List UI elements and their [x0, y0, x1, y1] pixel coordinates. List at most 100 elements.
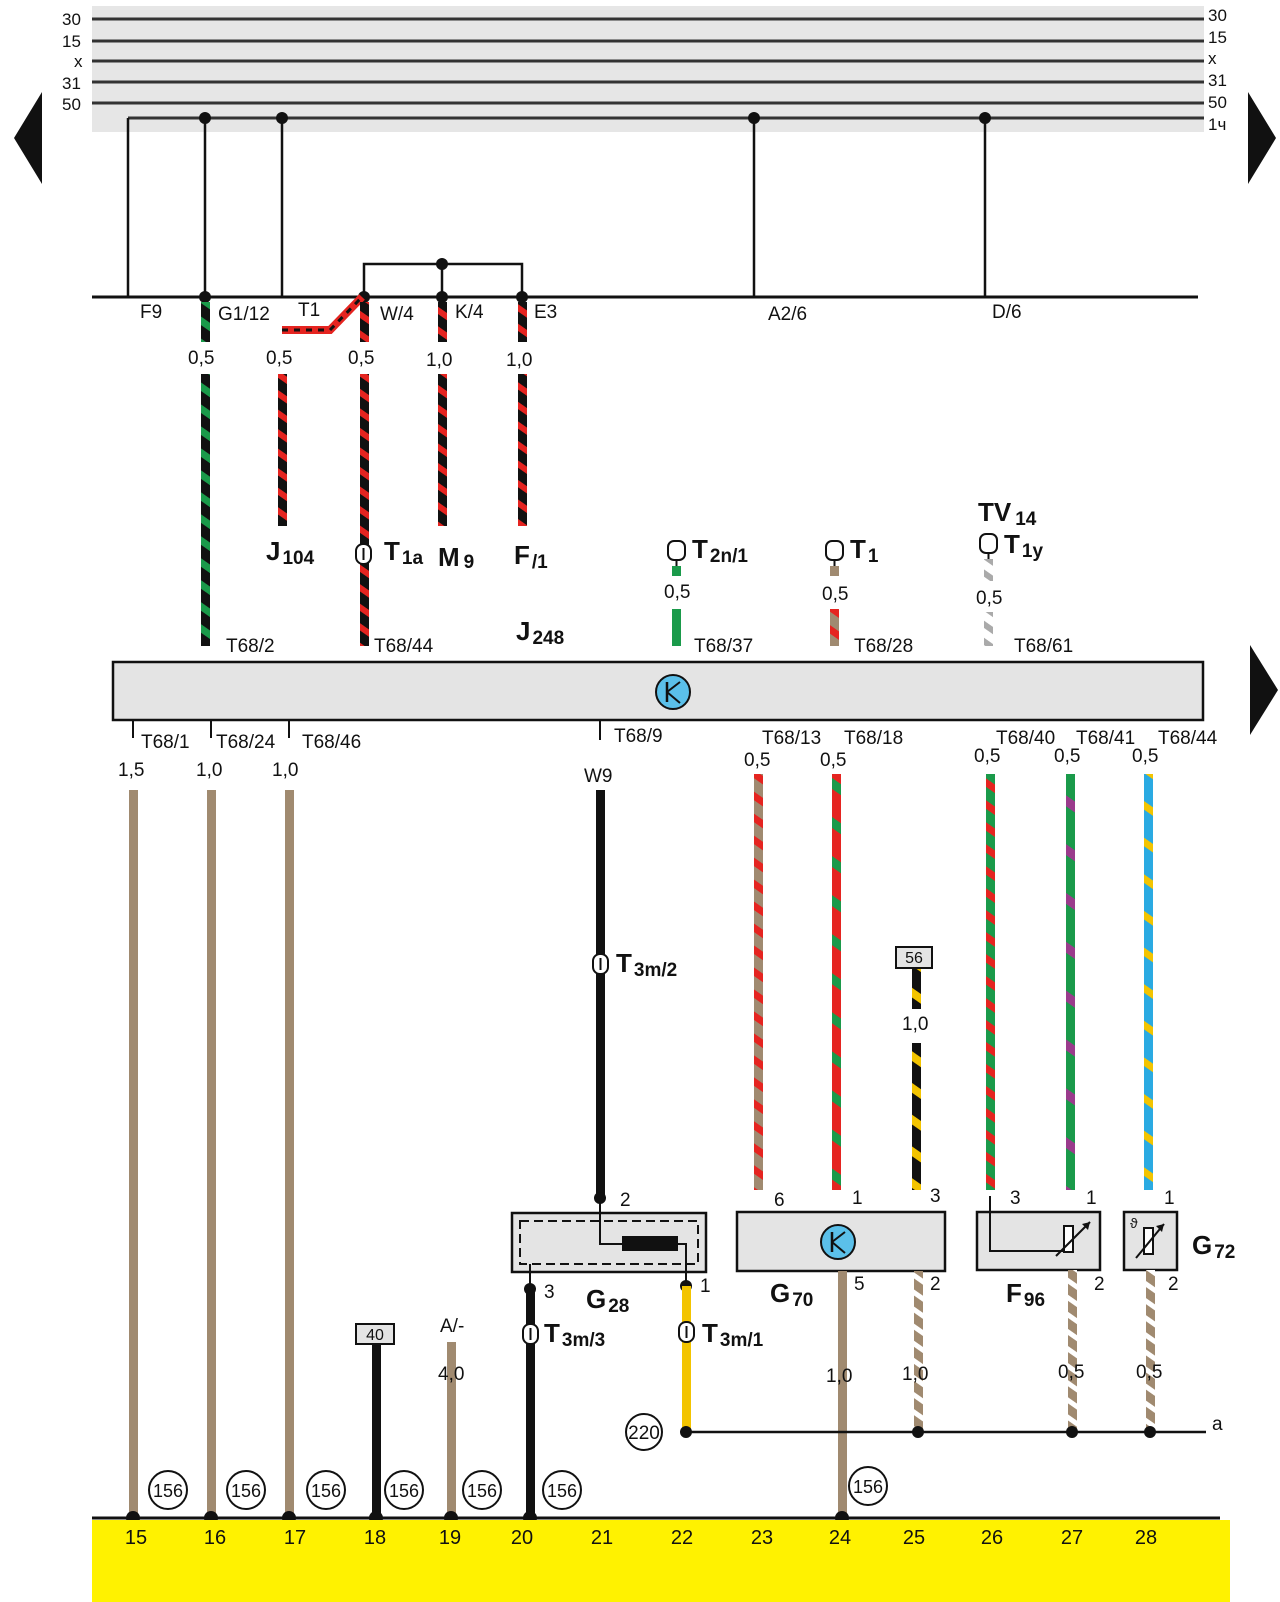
pin-number: 3 [930, 1186, 941, 1207]
footer-band [92, 1520, 1230, 1602]
pin-number: 5 [854, 1274, 865, 1295]
temperature-symbol-icon: ϑ [1130, 1215, 1138, 1231]
pin-label: T68/41 [1076, 728, 1135, 749]
wire-black [596, 790, 605, 1195]
connector-t3m2-icon [592, 953, 609, 975]
g28-pins: 2 3 1 [544, 1190, 711, 1303]
fuse-bar-junctions [199, 291, 528, 303]
wire-m9 [438, 374, 447, 526]
wire-brown [285, 790, 294, 1518]
column-number: 16 [204, 1527, 226, 1549]
lower-sizes: 1,0 1,0 0,5 0,5 4,0 [438, 1362, 1162, 1387]
fuse-label-d6: D/6 [992, 302, 1022, 323]
fuse-label-k4: K/4 [455, 302, 484, 323]
fuse-label-f9: F9 [140, 302, 162, 323]
pin-label: T68/44 [1158, 728, 1218, 749]
wire-brown [447, 1342, 456, 1518]
rail-label-15-right: 15 [1208, 28, 1227, 47]
wire-size: 0,5 [976, 588, 1002, 609]
ground-line-220: 220 a [625, 1413, 1223, 1451]
sensor-f96[interactable] [975, 1196, 1102, 1272]
sensor-wires-lower [754, 774, 1153, 1190]
rail-label-15-left: 15 [62, 32, 81, 51]
continue-arrow-icon[interactable] [1250, 645, 1278, 735]
ground-ref-156: 156 [231, 1481, 261, 1501]
wire-green-violet [1066, 774, 1075, 1190]
wire-brown-white [1068, 1270, 1077, 1432]
sensor-g70[interactable] [735, 1210, 947, 1273]
column-number: 28 [1135, 1527, 1157, 1549]
wire-brown-red [754, 774, 763, 1190]
wire-size: 1,0 [902, 1364, 928, 1385]
connector-t3m3-icon [522, 1323, 539, 1345]
next-page-arrow-icon[interactable] [1248, 92, 1276, 184]
column-number: 15 [125, 1527, 147, 1549]
wire-black [526, 1289, 535, 1518]
transistor-icon [655, 674, 691, 710]
wire-red-green [832, 774, 841, 1190]
wire-bk-gn [201, 374, 210, 646]
ground-ref-156: 156 [311, 1481, 341, 1501]
sensor-g28[interactable] [510, 1198, 708, 1295]
column-number: 25 [903, 1527, 925, 1549]
connector-t2n1-icon [667, 540, 686, 566]
ground-ref-156: 156 [467, 1481, 497, 1501]
ground-wires-left [129, 790, 294, 1518]
wire-black [372, 1344, 381, 1518]
wire-size: 0,5 [188, 348, 214, 369]
wire-brown [207, 790, 216, 1518]
wire-green [672, 609, 681, 646]
ground-ref-156: 156 [389, 1481, 419, 1501]
rail-risers [126, 118, 987, 297]
ground-ref-156: 156 [547, 1481, 577, 1501]
pin-label: T68/46 [302, 732, 361, 753]
column-number: 18 [364, 1527, 386, 1549]
rail-label-31-left: 31 [62, 74, 81, 93]
column-number: 19 [439, 1527, 461, 1549]
wire-brown-white [1146, 1270, 1155, 1432]
pin-number: 1 [700, 1276, 711, 1297]
wire-brown [838, 1271, 847, 1518]
column-number: 22 [671, 1527, 693, 1549]
fuse-label-t1: T1 [298, 300, 320, 321]
pin-number: 2 [1094, 1274, 1105, 1295]
wire-size: 0,5 [348, 348, 374, 369]
wire-size: 0,5 [822, 584, 848, 605]
rail-label-30-right: 30 [1208, 6, 1227, 25]
continuation-label-a: a [1212, 1414, 1223, 1435]
pin-label: T68/40 [996, 728, 1055, 749]
pin-label: T68/2 [226, 636, 275, 657]
prev-page-arrow-icon[interactable] [14, 92, 42, 184]
f96-pins: 3 1 2 [1010, 1188, 1105, 1295]
pin-number: 2 [930, 1274, 941, 1295]
control-unit-j248[interactable] [111, 660, 1205, 722]
connector-t3m1-icon [678, 1321, 695, 1343]
rail-label-30-left: 30 [62, 10, 81, 29]
j248-bottom-pins: T68/1 T68/24 T68/46 T68/9 T68/13 T68/18 … [141, 726, 1218, 753]
pin-label: T68/9 [614, 726, 663, 747]
fuse-label-g1-12: G1/12 [218, 304, 270, 325]
wire-size: 0,5 [664, 582, 690, 603]
j248-top-pins: T68/2 T68/44 T68/37 T68/28 T68/61 [226, 636, 1073, 657]
ground-refs-156: 156 156 156 156 156 156 156 [148, 1466, 888, 1510]
fuse-labels: F9 G1/12 T1 W/4 K/4 E3 A2/6 D/6 [140, 300, 1022, 325]
wire-size: 1,0 [506, 350, 532, 371]
top-wires [201, 294, 527, 646]
wire-j104 [278, 374, 287, 526]
wire-size: 0,5 [1054, 746, 1080, 767]
fuse-label-e3: E3 [534, 302, 557, 323]
connector-t1a-icon [355, 543, 372, 565]
fuse-label-w4: W/4 [380, 304, 414, 325]
pin-number: 1 [852, 1188, 863, 1209]
sensor-g72[interactable]: ϑ [1122, 1210, 1179, 1272]
